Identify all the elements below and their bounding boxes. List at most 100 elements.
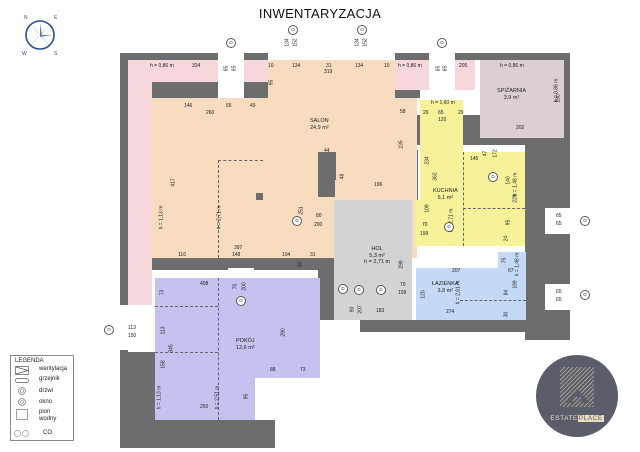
dim-label: 152 bbox=[292, 38, 299, 47]
radiator-icon bbox=[15, 378, 29, 383]
legend-label: wentylacja bbox=[39, 366, 68, 372]
dim-label: 334 bbox=[192, 63, 201, 69]
dim-label: 200 bbox=[241, 282, 248, 291]
dim-label: 31 bbox=[310, 252, 316, 258]
dim-label: 65 bbox=[438, 110, 444, 116]
window-niche-left bbox=[120, 305, 155, 350]
dim-label: 49 bbox=[250, 103, 256, 109]
dim-label: 250 bbox=[200, 404, 209, 410]
room-pokoj bbox=[155, 278, 320, 378]
dim-label: 229 bbox=[512, 194, 519, 203]
dim-label: 234 bbox=[424, 156, 431, 165]
dim-label: 207 bbox=[357, 305, 364, 314]
dim-label: 196 bbox=[374, 182, 383, 188]
dim-label: 299 bbox=[398, 260, 405, 269]
bottom-wall-pokoj bbox=[120, 420, 275, 448]
dim-label: 183 bbox=[376, 308, 385, 314]
dim-label: 75 bbox=[501, 257, 508, 264]
salon-height-line bbox=[218, 160, 219, 258]
window-marker-icon: O bbox=[580, 290, 590, 300]
dim-label: 205 bbox=[459, 63, 468, 69]
dim-label: 95 bbox=[268, 79, 275, 86]
dim-label: 134 bbox=[354, 38, 361, 47]
height-label: h = 2,61 m bbox=[455, 280, 462, 305]
dim-label: 73 bbox=[300, 367, 306, 373]
heating-riser-icon bbox=[14, 430, 29, 437]
dim-label: 30 bbox=[503, 311, 510, 318]
dim-label: 104 bbox=[282, 252, 291, 258]
estate-place-logo: ESTATEPLACE bbox=[536, 355, 618, 437]
svg-text:E: E bbox=[54, 15, 58, 21]
dim-label: 65 bbox=[435, 65, 442, 72]
dim-label: 200 bbox=[314, 222, 323, 228]
attic-zone-left bbox=[128, 60, 152, 305]
dim-label: 199 bbox=[420, 231, 429, 237]
dim-label: 274 bbox=[446, 309, 455, 315]
dim-label: 47 bbox=[482, 150, 489, 157]
dim-label: 152 bbox=[362, 38, 369, 47]
dim-label: 140 bbox=[505, 176, 512, 185]
legend-label: okno bbox=[39, 399, 53, 405]
room-label-salon: SALON 24,9 m² bbox=[310, 118, 329, 131]
house-logo-icon bbox=[560, 367, 594, 407]
window-marker-icon: O bbox=[288, 25, 298, 35]
dim-label: 235 bbox=[398, 140, 405, 149]
dim-label: 158 bbox=[160, 360, 167, 369]
legend-label: drzwi bbox=[39, 388, 54, 394]
dim-label: 116 bbox=[178, 252, 186, 258]
dim-label: 145 bbox=[470, 156, 479, 162]
logo-text: ESTATEPLACE bbox=[550, 415, 604, 422]
dim-label: 190 bbox=[555, 94, 562, 103]
dim-label: 150 bbox=[128, 333, 137, 339]
bottom-wall-right bbox=[360, 320, 570, 332]
water-riser-icon bbox=[16, 409, 28, 420]
dim-label: 65 bbox=[231, 65, 238, 72]
dim-label: 31 bbox=[326, 63, 332, 69]
room-salon-top-strip bbox=[268, 60, 395, 100]
dim-label: 65 bbox=[556, 297, 562, 303]
dim-label: 65 bbox=[226, 103, 232, 109]
window-marker-icon bbox=[18, 398, 26, 406]
dim-label: 67 bbox=[508, 268, 514, 274]
dim-label: 408 bbox=[200, 281, 209, 287]
pokoj-attic-line-1 bbox=[155, 306, 218, 307]
dim-label: 319 bbox=[324, 69, 333, 75]
window-niche-top-1 bbox=[218, 53, 244, 98]
window-marker-icon: O bbox=[437, 38, 447, 48]
dim-label: 202 bbox=[516, 125, 525, 131]
dim-label: 65 bbox=[556, 213, 562, 219]
dim-label: 90 bbox=[349, 306, 356, 313]
inner-wall-salon-bottom bbox=[150, 258, 335, 270]
window-marker-icon: O bbox=[236, 296, 246, 306]
height-label: h = 1,48 m bbox=[512, 172, 519, 197]
window-marker-icon: O bbox=[104, 325, 114, 335]
dim-label: 70 bbox=[422, 222, 428, 228]
room-lazienka-top bbox=[498, 252, 526, 270]
room-label-lazienka: ŁAZIENKA 3,8 m² bbox=[432, 281, 459, 294]
dim-label: 70 bbox=[400, 282, 406, 288]
outer-wall-top-left bbox=[120, 53, 268, 60]
dim-label: 58 bbox=[400, 109, 406, 115]
kitchen-height-line bbox=[463, 152, 464, 246]
height-label: h = 1,60 m bbox=[431, 100, 455, 106]
window-niche-top-2 bbox=[429, 53, 455, 100]
dim-label: 65 bbox=[223, 65, 230, 72]
legend-title: LEGENDA bbox=[15, 358, 44, 364]
height-label: h = 2,71 m bbox=[216, 205, 223, 230]
salon-attic-line bbox=[218, 160, 263, 161]
svg-text:N: N bbox=[24, 15, 28, 21]
outer-wall-left bbox=[120, 53, 128, 448]
dim-label: 10 bbox=[384, 63, 390, 69]
svg-text:S: S bbox=[54, 51, 58, 57]
door-marker-icon: D bbox=[376, 285, 386, 295]
dim-label: 345 bbox=[168, 344, 175, 353]
dim-label: 88 bbox=[270, 367, 276, 373]
room-kuchnia-lower bbox=[415, 200, 435, 246]
dim-label: 48 bbox=[339, 173, 346, 180]
dim-label: 26 bbox=[423, 110, 429, 116]
room-label-spizarnia: SPIŻARNIA 3,9 m² bbox=[497, 88, 527, 101]
room-pokoj-lower bbox=[155, 378, 255, 420]
dim-label: 29 bbox=[458, 110, 464, 116]
dim-label: 65 bbox=[442, 65, 449, 72]
dim-label: 172 bbox=[492, 149, 499, 158]
